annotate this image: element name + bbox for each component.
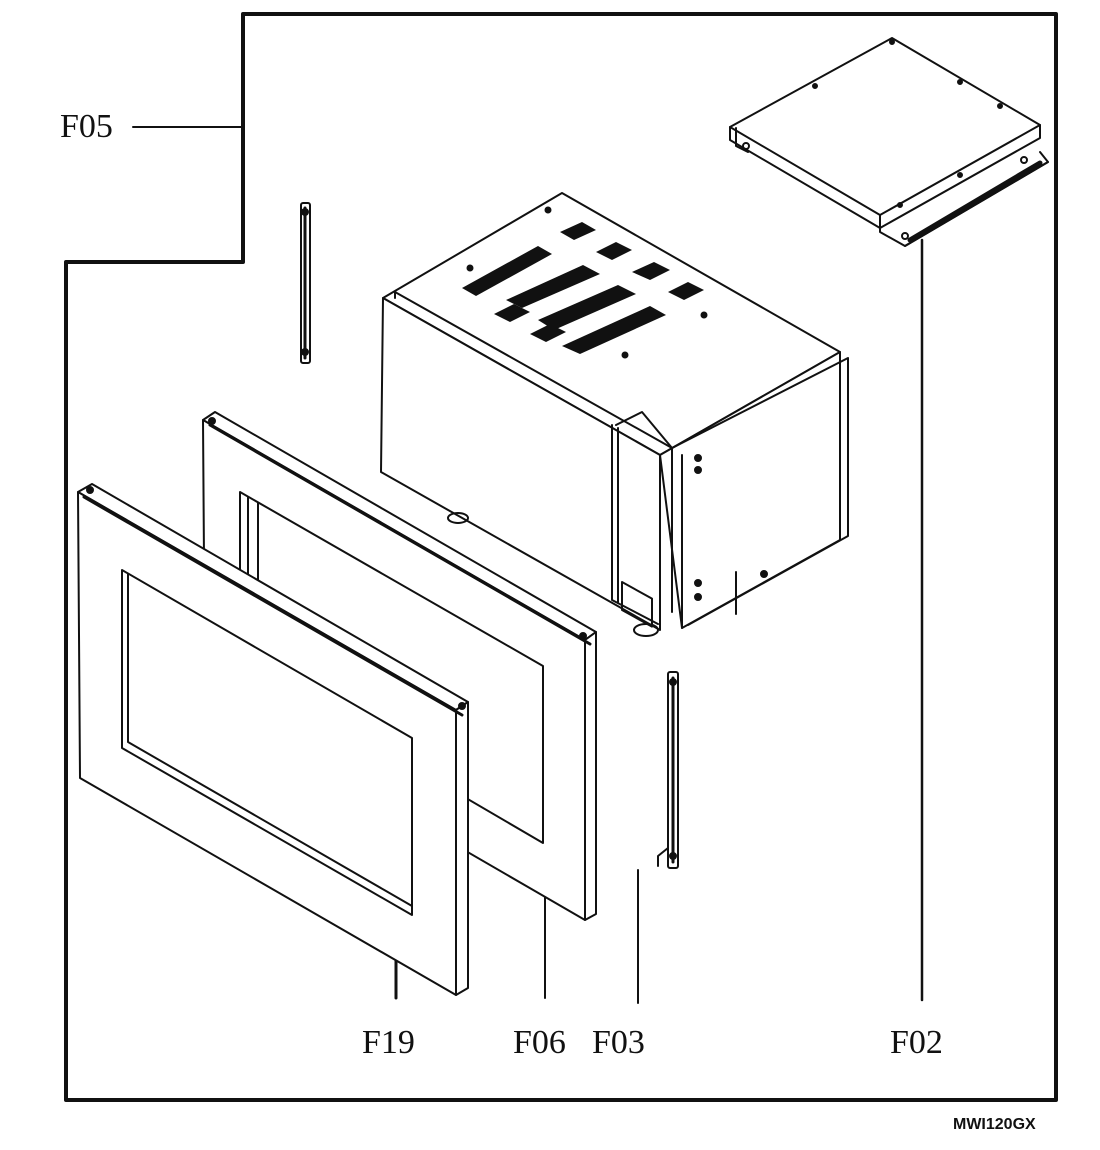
model-code: MWI120GX [953, 1116, 1036, 1133]
microwave-oven [381, 193, 848, 637]
label-f05: F05 [60, 108, 113, 145]
kit-boundary-frame [66, 14, 1056, 1100]
label-f02: F02 [890, 1024, 943, 1061]
mounting-plate-f02 [730, 38, 1048, 246]
label-f19: F19 [362, 1024, 415, 1061]
side-trim-strip-f03 [658, 672, 678, 868]
trim-frame-f19 [78, 484, 468, 995]
side-trim-strip-left [301, 203, 310, 363]
label-f03: F03 [592, 1024, 645, 1061]
label-f06: F06 [513, 1024, 566, 1061]
top-vents [462, 222, 704, 354]
